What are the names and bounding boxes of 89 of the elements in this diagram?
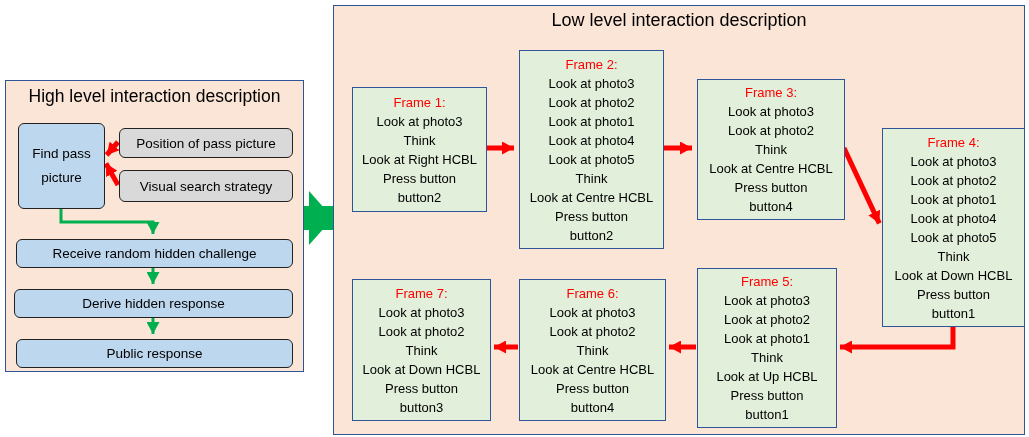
frame-step: Look at photo2 (549, 321, 636, 341)
frame-step: Look at Centre HCBL (530, 359, 655, 379)
frame-step: Press button (385, 378, 458, 398)
frame-step: Look at photo2 (548, 92, 635, 112)
frame-step: Press button (556, 378, 629, 398)
frame-step: Think (937, 246, 970, 266)
frame-step: Look at Centre HCBL (709, 159, 833, 178)
panel-title: Low level interaction description (550, 10, 808, 31)
input-box (119, 128, 293, 158)
process-box (18, 123, 105, 209)
panel-title: High level interaction description (27, 86, 282, 107)
frame-step: Look at photo2 (728, 121, 814, 140)
frame-step: button2 (569, 225, 614, 245)
box-label: Find pass picture (31, 145, 92, 187)
frame-step: Look at photo5 (548, 149, 635, 169)
frame-box (352, 87, 487, 212)
frame-box (352, 279, 491, 421)
frame-step: Look at photo3 (378, 302, 465, 322)
frame-step: Look at photo3 (549, 302, 636, 322)
frame-step: Look at Down HCBL (362, 359, 481, 379)
frame-heading: Frame 1: (393, 93, 446, 112)
frame-step: Look at photo4 (548, 130, 635, 150)
arrow (146, 267, 160, 284)
panel-background (333, 5, 1025, 435)
process-box (16, 339, 293, 368)
box-label: Receive random hidden challenge (52, 246, 257, 261)
frame-heading: Frame 4: (927, 133, 980, 152)
frame-box (697, 268, 837, 428)
frame-step: Think (403, 130, 436, 150)
frame-heading: Frame 3: (745, 84, 797, 102)
arrow (59, 208, 160, 234)
frame-step: Think (755, 140, 787, 159)
frame-step: Look at photo3 (376, 111, 463, 131)
frame-step: Look at Down HCBL (894, 265, 1013, 285)
frame-step: button1 (745, 405, 789, 424)
panel-background (5, 80, 304, 372)
frame-box (519, 279, 666, 421)
frame-step: Look at photo1 (910, 189, 997, 209)
frame-step: Look at photo2 (910, 170, 997, 190)
frame-box (697, 79, 845, 220)
frame-heading: Frame 6: (566, 284, 619, 303)
frame-heading: Frame 2: (565, 55, 618, 74)
frame-step: Look at photo3 (724, 291, 810, 310)
frame-step: Look at photo2 (378, 321, 465, 341)
arrow (486, 141, 514, 155)
frame-step: Look at Up HCBL (716, 367, 818, 386)
frame-step: Look at photo1 (724, 329, 810, 348)
box-label: Position of pass picture (136, 135, 276, 151)
frame-heading: Frame 7: (395, 284, 448, 303)
arrow (669, 340, 696, 354)
frame-step: Press button (383, 168, 456, 188)
box-label: Public response (106, 346, 203, 361)
frame-step: Look at Right HCBL (362, 149, 477, 169)
frame-box (882, 128, 1025, 327)
frame-step: Look at photo3 (548, 73, 635, 93)
frame-step: Press button (730, 386, 804, 405)
arrow (104, 140, 120, 157)
frame-step: Think (576, 340, 609, 360)
frame-step: button2 (397, 187, 442, 207)
frame-step: Look at photo4 (910, 208, 997, 228)
frame-step: button3 (399, 397, 444, 417)
frame-step: Look at photo1 (548, 111, 635, 131)
arrow (146, 317, 160, 334)
frame-step: Look at photo5 (910, 227, 997, 247)
frame-step: Look at photo3 (728, 102, 814, 121)
frame-step: Look at Centre HCBL (529, 187, 654, 207)
frame-step: button4 (570, 397, 615, 417)
frame-step: Look at photo2 (724, 310, 810, 329)
arrow (663, 141, 692, 155)
process-box (14, 289, 293, 318)
arrow (840, 326, 956, 354)
frame-step: Think (575, 168, 608, 188)
frame-step: Press button (734, 178, 808, 197)
input-box (119, 170, 293, 202)
process-box (16, 239, 293, 268)
block-arrow (304, 191, 333, 245)
frame-step: Think (405, 340, 438, 360)
frame-step: Press button (555, 206, 628, 226)
frame-step: Press button (917, 284, 990, 304)
frame-heading: Frame 5: (741, 273, 793, 291)
frame-step: Look at photo3 (910, 151, 997, 171)
box-label: Visual search strategy (139, 178, 273, 194)
box-label: Derive hidden response (82, 296, 225, 311)
frame-step: button4 (749, 197, 793, 216)
frame-box (519, 50, 664, 249)
frame-step: Think (751, 348, 783, 367)
arrow (103, 162, 121, 187)
frame-step: button1 (931, 303, 976, 323)
arrow (494, 340, 518, 354)
